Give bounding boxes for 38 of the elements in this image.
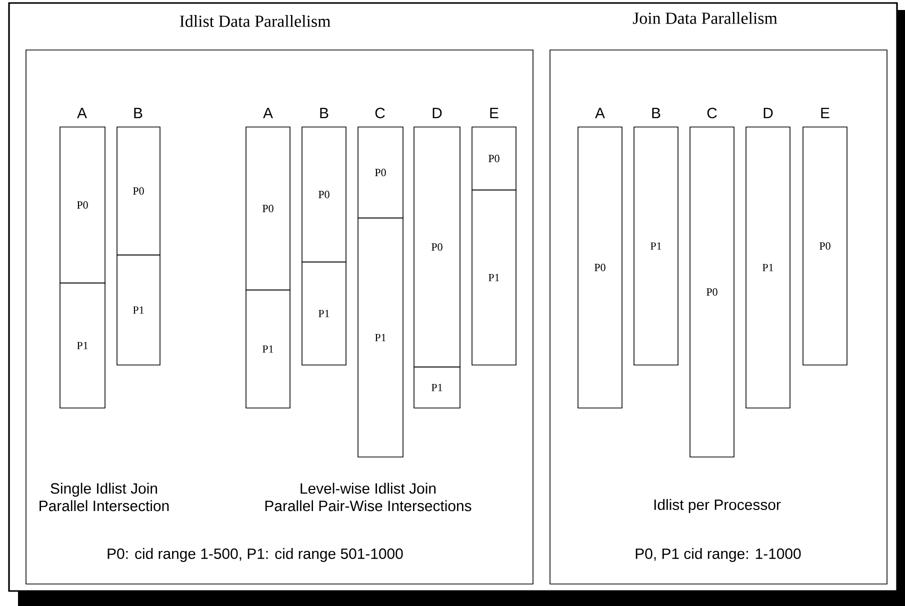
column-letter: E <box>490 108 498 118</box>
partition-segment: P1 <box>302 262 346 366</box>
column-letter: A <box>263 108 273 118</box>
partition-segment: P0 <box>414 126 460 368</box>
partition-segment: P0 <box>578 126 622 408</box>
column-letter: D <box>432 108 442 118</box>
column-letter: B <box>320 108 328 118</box>
partition-segment: P1 <box>60 282 106 408</box>
partition-segment: P0 <box>302 126 346 262</box>
partition-segment: P1 <box>246 290 290 408</box>
partition-segment: P0 <box>116 126 160 256</box>
column-letter: C <box>707 108 717 118</box>
partition-segment: P1 <box>472 190 516 366</box>
column-letter: D <box>764 108 773 118</box>
note: P0, P1 cid range: 1-1000 <box>636 548 801 562</box>
column-letter: A <box>77 108 87 118</box>
caption: Level-wise Idlist Join Parallel Pair-Wise Intersections <box>265 482 472 512</box>
partition-segment: P1 <box>116 254 160 366</box>
node-label: Idlist Data Parallelism <box>180 15 330 27</box>
node-label: Join Data Parallelism <box>632 12 778 24</box>
column-letter: E <box>821 108 830 118</box>
partition-segment: P0 <box>246 126 290 290</box>
partition-segment: P0 <box>472 126 516 190</box>
partition-segment: P0 <box>358 126 404 218</box>
partition-segment: P1 <box>358 218 404 458</box>
partition-segment: P1 <box>414 366 460 408</box>
caption: Idlist per Processor <box>654 499 781 513</box>
column-letter: B <box>652 108 660 118</box>
column-letter: B <box>134 108 142 118</box>
partition-segment: P0 <box>690 126 734 458</box>
note: P0: cid range 1-500, P1: cid range 501-1000 <box>108 548 403 562</box>
partition-segment: P0 <box>60 126 106 284</box>
column-letter: A <box>595 108 605 118</box>
partition-segment: P1 <box>634 126 678 366</box>
column-letter: C <box>375 108 385 118</box>
partition-segment: P0 <box>802 126 848 366</box>
partition-segment: P1 <box>746 126 790 408</box>
caption: Single Idlist Join Parallel Intersection <box>40 482 169 512</box>
